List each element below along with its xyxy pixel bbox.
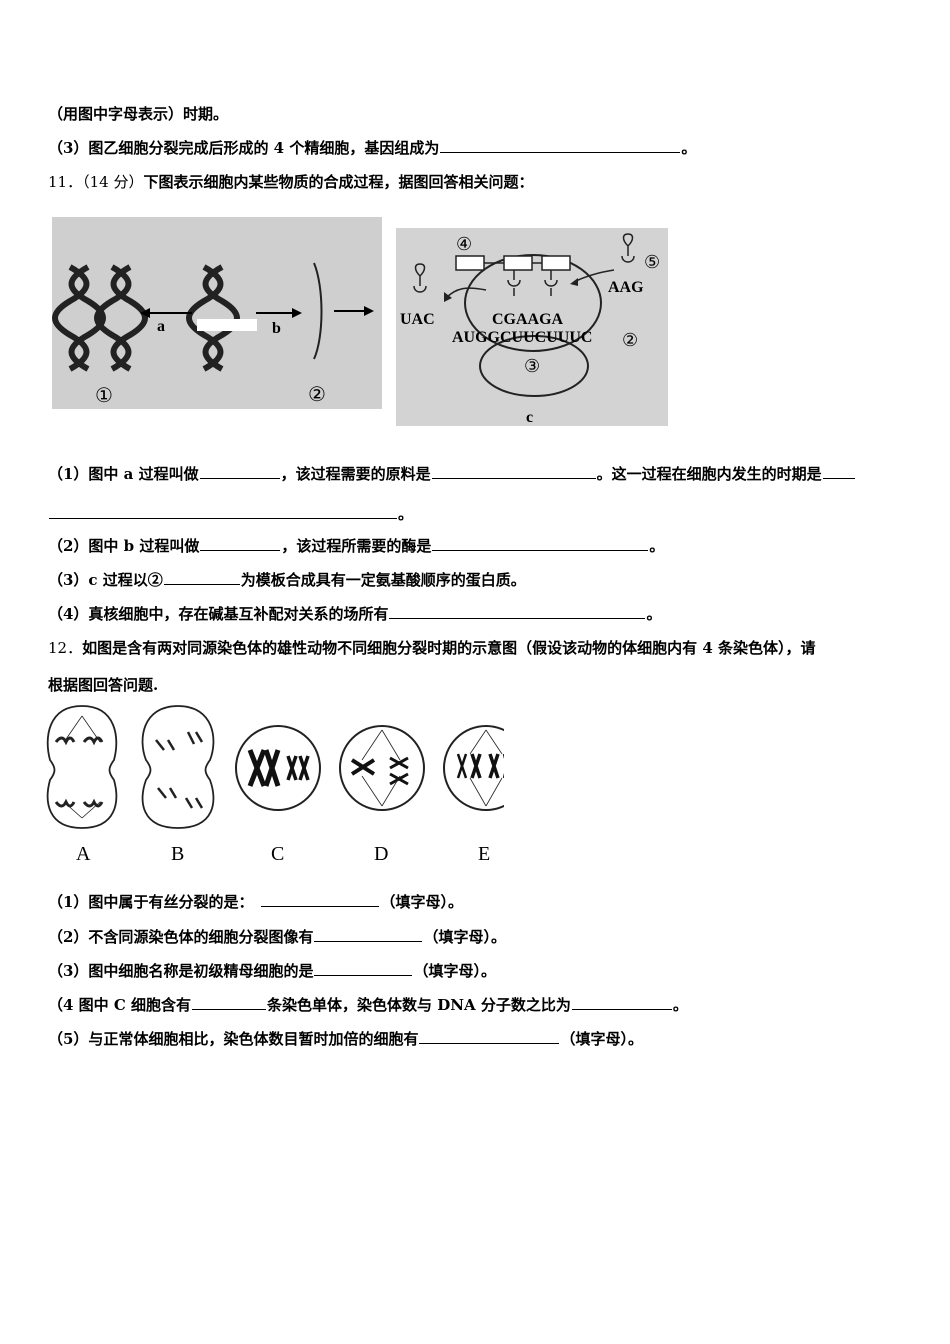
answer-blank[interactable] (440, 138, 681, 153)
svg-text:②: ② (308, 384, 326, 406)
svg-text:b: b (272, 320, 281, 337)
answer-blank[interactable] (419, 1029, 560, 1044)
answer-blank[interactable] (432, 536, 649, 551)
cell-division-figure: A B C D E (46, 705, 504, 865)
question-10-3: （3）图乙细胞分裂完成后形成的 4 个精细胞，基因组成为。 (48, 138, 697, 157)
answer-blank[interactable] (571, 995, 672, 1010)
dna-process-figure: a b ① ② (52, 217, 382, 409)
question-12-title-cont: 根据图回答问题. (48, 676, 159, 694)
answer-blank[interactable] (314, 961, 413, 976)
svg-text:A: A (76, 843, 91, 865)
svg-text:⑤: ⑤ (644, 252, 660, 272)
answer-blank[interactable] (314, 927, 423, 942)
ribosome-small-subunit (479, 335, 589, 397)
polypeptide-chain (455, 255, 571, 271)
mrna-strand (313, 262, 323, 360)
svg-text:①: ① (95, 385, 113, 407)
text-line: （用图中字母表示）时期。 (48, 105, 229, 123)
answer-blank[interactable] (261, 892, 380, 907)
svg-text:a: a (157, 318, 165, 335)
svg-text:④: ④ (456, 234, 472, 254)
question-11-1-cont: 。 (48, 503, 413, 524)
answer-blank[interactable] (822, 464, 855, 479)
question-11-4: （4）真核细胞中，存在碱基互补配对关系的场所有。 (48, 604, 662, 623)
svg-text:c: c (526, 409, 533, 426)
svg-text:E: E (478, 843, 490, 865)
svg-text:CGAAGA: CGAAGA (492, 311, 564, 328)
svg-text:D: D (374, 843, 388, 865)
svg-text:C: C (271, 843, 284, 865)
answer-blank[interactable] (200, 536, 281, 551)
svg-text:AUGGCUUCUUUC: AUGGCUUCUUUC (452, 329, 592, 346)
question-12-4: （4 图中 C 细胞含有条染色单体，染色体数与 DNA 分子数之比为。 (48, 995, 688, 1014)
answer-blank[interactable] (389, 604, 646, 619)
ribosome-large-subunit (464, 254, 602, 352)
question-11-title: 11．（14 分）下图表示细胞内某些物质的合成过程，据图回答相关问题： (48, 173, 534, 191)
answer-blank[interactable] (163, 570, 240, 585)
svg-text:UAC: UAC (400, 311, 435, 328)
svg-text:B: B (171, 843, 184, 865)
question-12-5: （5）与正常体细胞相比，染色体数目暂时加倍的细胞有（填字母）。 (48, 1029, 643, 1048)
cell-d (339, 725, 425, 811)
answer-blank[interactable] (431, 464, 596, 479)
cell-e (443, 725, 504, 811)
translation-figure: ④ ⑤ UAC AAG CGAAGA AUGGCUUCUUUC ② ③ c (396, 228, 668, 426)
dna-double-helix-1 (52, 264, 106, 372)
question-11-2: （2）图中 b 过程叫做，该过程所需要的酶是。 (48, 536, 665, 555)
dna-double-helix-3 (186, 264, 240, 372)
question-12-1: （1）图中属于有丝分裂的是：（填字母）。 (48, 892, 463, 911)
answer-blank[interactable] (49, 504, 397, 519)
question-12-2: （2）不含同源染色体的细胞分裂图像有（填字母）。 (48, 927, 506, 946)
answer-blank[interactable] (199, 464, 280, 479)
cell-a (46, 705, 118, 829)
question-12-title: 12．如图是含有两对同源染色体的雄性动物不同细胞分裂时期的示意图（假设该动物的体… (48, 639, 816, 657)
svg-text:②: ② (622, 330, 638, 350)
label-patch (197, 319, 257, 331)
svg-text:AAG: AAG (608, 279, 644, 296)
cell-c (235, 725, 321, 811)
cell-b (141, 705, 215, 829)
question-11-1: （1）图中 a 过程叫做，该过程需要的原料是。这一过程在细胞内发生的时期是 (48, 463, 856, 484)
answer-blank[interactable] (192, 995, 267, 1010)
svg-text:③: ③ (524, 356, 540, 376)
question-12-3: （3）图中细胞名称是初级精母细胞的是（填字母）。 (48, 961, 496, 980)
trna-molecules (413, 233, 635, 296)
dna-double-helix-2 (94, 264, 148, 372)
